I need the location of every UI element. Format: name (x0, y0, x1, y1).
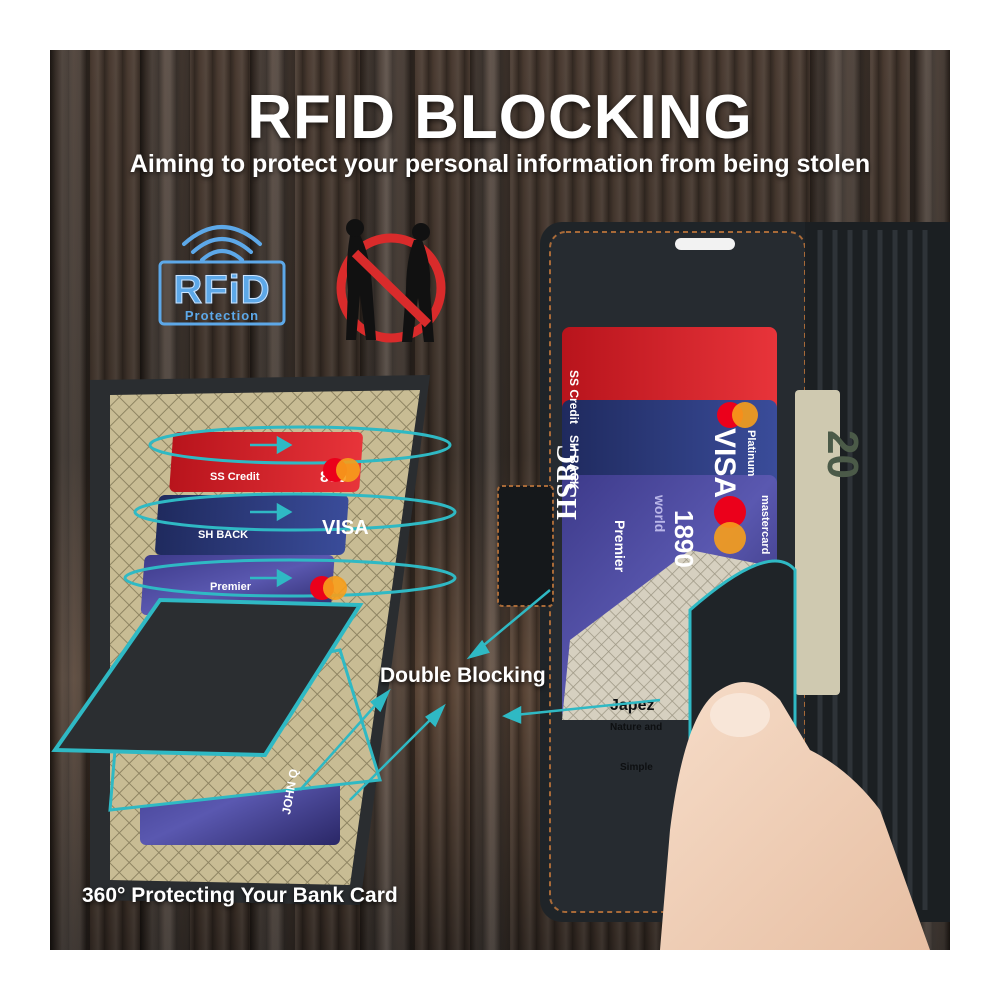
card-issuer-text: SS Credit (567, 370, 581, 424)
wifi-signal-icon (182, 225, 262, 262)
headline: RFID BLOCKING (247, 83, 753, 152)
hand (660, 682, 930, 950)
rfid-badge-sub: Protection (184, 308, 260, 323)
brand-tagline: Nature and (610, 722, 662, 733)
card-tier-text: Platinum (745, 430, 757, 477)
double-blocking-caption: Double Blocking (380, 664, 546, 687)
card-network-text: VISA (322, 517, 369, 539)
card-level-text: world (652, 494, 668, 532)
illustration: SS Credit 890 SH BACK VISA Premier JOHN … (51, 219, 950, 950)
card-issuer-text: SH BACK (198, 529, 248, 541)
subheadline: Aiming to protect your personal informat… (129, 150, 871, 178)
no-pickpocket-icon (336, 219, 446, 343)
banknote-denomination: 20 (818, 430, 867, 479)
card-bank-text: HSBC (552, 444, 583, 520)
thumbnail (710, 693, 770, 737)
background-fold (50, 50, 90, 950)
rfid-badge-frame (158, 260, 286, 326)
card-network-text: mastercard (759, 495, 771, 554)
card-digits-text: 1890 (669, 510, 699, 568)
brand-tagline: Simple (620, 762, 653, 773)
exploded-wallet (51, 375, 457, 905)
card-network-text: VISA (708, 428, 741, 498)
card-tier-text: Premier (210, 581, 252, 593)
card-issuer-text: SH BACK (567, 435, 581, 490)
card-issuer-text: SS Credit (210, 471, 260, 483)
blocking-arrows (250, 435, 661, 801)
card-tier-text: Premier (612, 520, 628, 573)
product-photo: SS Credit 890 SH BACK VISA Premier JOHN … (50, 50, 950, 950)
protecting-caption: 360° Protecting Your Bank Card (82, 884, 398, 907)
rfid-badge-word: RFiD (173, 268, 271, 313)
